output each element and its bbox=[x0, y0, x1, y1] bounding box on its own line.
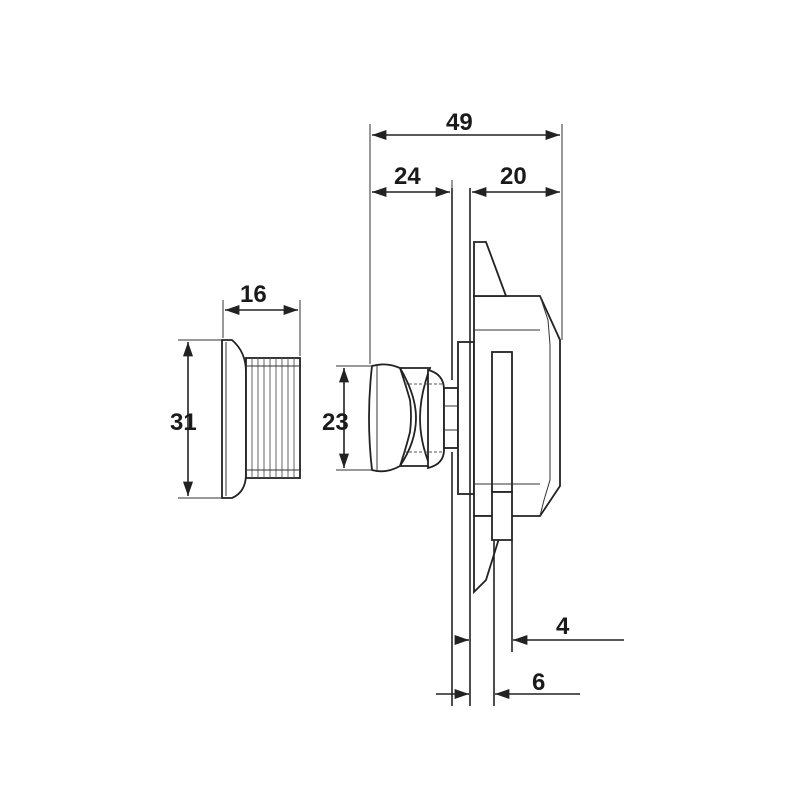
label-6: 6 bbox=[532, 669, 545, 696]
dimension-knob-diameter: 23 bbox=[322, 365, 372, 471]
dimension-ring-diameter: 31 bbox=[170, 339, 222, 499]
threaded-ring bbox=[221, 339, 301, 499]
label-20: 20 bbox=[500, 163, 527, 190]
label-16: 16 bbox=[240, 281, 267, 308]
label-31: 31 bbox=[170, 409, 197, 436]
label-4: 4 bbox=[556, 613, 570, 640]
label-49: 49 bbox=[446, 109, 473, 136]
dimension-gap-4: 4 bbox=[454, 613, 624, 646]
label-23: 23 bbox=[322, 409, 349, 436]
thread-lines bbox=[251, 358, 295, 478]
dimension-overall-depth: 49 bbox=[372, 109, 560, 141]
label-24: 24 bbox=[394, 163, 421, 190]
dimension-rear-depth: 20 bbox=[472, 163, 560, 198]
dimension-ring-length: 16 bbox=[222, 281, 301, 356]
dimension-gap-6: 6 bbox=[436, 669, 580, 700]
dimension-front-depth: 24 bbox=[372, 163, 450, 198]
latch-assembly bbox=[368, 188, 561, 706]
